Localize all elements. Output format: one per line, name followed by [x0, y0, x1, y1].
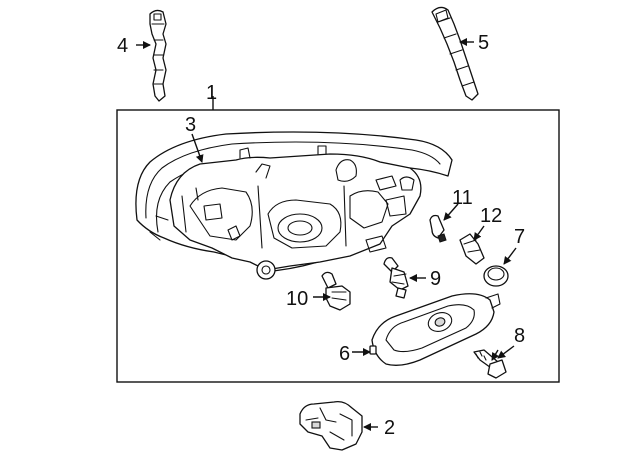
part-11-small-bulb[interactable]	[429, 214, 447, 243]
callout-3: 3	[185, 114, 196, 136]
callout-11: 11	[452, 187, 473, 209]
callout-12: 12	[480, 205, 502, 227]
part-1-headlamp-housing[interactable]	[135, 131, 453, 280]
part-7-cap[interactable]	[483, 265, 509, 287]
callout-9: 9	[430, 268, 441, 290]
part-8-bolt[interactable]	[473, 349, 507, 379]
callout-5: 5	[478, 32, 489, 54]
part-2-bracket[interactable]	[299, 400, 363, 451]
part-4-mounting-bracket[interactable]	[149, 9, 167, 102]
callout-7: 7	[514, 226, 525, 248]
callout-4: 4	[117, 35, 128, 57]
callout-10: 10	[286, 288, 308, 310]
callout-2: 2	[384, 417, 395, 439]
part-6-side-marker-lamp[interactable]	[369, 293, 501, 366]
part-10-bulb-socket[interactable]	[321, 271, 351, 311]
headlamp-assembly-frame	[116, 109, 560, 383]
part-12-bulb-socket[interactable]	[459, 233, 485, 265]
callout-1: 1	[206, 82, 217, 104]
part-5-mounting-bracket[interactable]	[431, 6, 479, 101]
part-9-headlamp-bulb[interactable]	[383, 256, 409, 299]
callout-6: 6	[339, 343, 350, 365]
leader-lines	[136, 38, 517, 431]
callout-8: 8	[514, 325, 525, 347]
callout-labels: 1 2 3 4 5 6 7 8 9 10 11 12	[117, 32, 525, 439]
